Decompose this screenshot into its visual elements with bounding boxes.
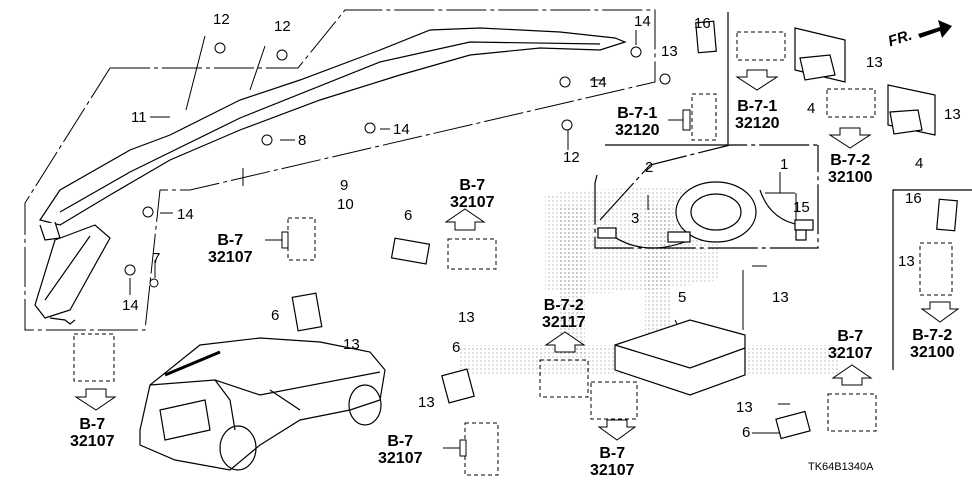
callout-13: 13 (866, 54, 883, 71)
callout-13: 13 (343, 336, 360, 353)
reference-part: 32107 (378, 450, 423, 467)
reference-group: B-7-2 (830, 152, 871, 169)
reference-part: 32107 (590, 462, 635, 479)
connector-boxes (73, 31, 953, 476)
callout-13: 13 (772, 289, 789, 306)
reference-group: B-7 (79, 416, 106, 433)
callout-2: 2 (645, 159, 654, 176)
reference-label[interactable]: B-7 32107 (828, 328, 873, 362)
callout-11: 11 (131, 109, 147, 126)
reference-part: 32100 (910, 344, 955, 361)
reference-part: 32120 (615, 122, 660, 139)
callout-13: 13 (661, 43, 678, 60)
reference-arrows (74, 69, 960, 457)
reference-label[interactable]: B-7 32107 (590, 445, 635, 479)
callout-10: 10 (337, 196, 354, 213)
reference-label[interactable]: B-7 32107 (378, 433, 423, 467)
reference-group: B-7-2 (543, 297, 584, 314)
reference-label[interactable]: B-7-2 32100 (910, 327, 955, 361)
callout-9: 9 (340, 177, 349, 194)
callout-3: 3 (631, 210, 640, 227)
callout-1: 1 (780, 156, 789, 173)
front-direction-arrow (918, 20, 952, 38)
reference-part: 32107 (828, 345, 873, 362)
reference-part: 32117 (542, 314, 586, 331)
callout-6: 6 (452, 339, 461, 356)
reference-group: B-7-1 (737, 98, 778, 115)
callout-13: 13 (458, 309, 475, 326)
reference-group: B-7 (837, 328, 864, 345)
callout-13: 13 (736, 399, 753, 416)
callout-4: 4 (807, 100, 816, 117)
callout-6: 6 (742, 424, 751, 441)
reference-part: 32120 (735, 115, 780, 132)
callout-16: 16 (905, 190, 922, 207)
reference-group: B-7 (459, 177, 486, 194)
callout-14: 14 (177, 206, 194, 223)
callout-4: 4 (915, 155, 924, 172)
callout-14: 14 (634, 13, 651, 30)
reference-label[interactable]: B-7-2 32100 (828, 152, 873, 186)
vehicle-illustration (139, 337, 386, 471)
reference-label[interactable]: B-7-2 32117 (542, 297, 586, 331)
reference-label[interactable]: B-7-1 32120 (615, 105, 660, 139)
callout-8: 8 (298, 132, 307, 149)
reference-group: B-7-2 (912, 327, 953, 344)
callout-13: 13 (944, 106, 961, 123)
parts (291, 20, 958, 440)
callout-16: 16 (694, 15, 711, 32)
callout-12: 12 (274, 18, 291, 35)
reference-label[interactable]: B-7-1 32120 (735, 98, 780, 132)
callout-5: 5 (678, 289, 687, 306)
reference-part: 32107 (208, 249, 253, 266)
reference-part: 32107 (450, 194, 495, 211)
reference-label[interactable]: B-7 32107 (70, 416, 115, 450)
diagram-code: TK64B1340A (808, 461, 874, 473)
reference-group: B-7 (599, 445, 626, 462)
curtain-airbag-frame (24, 9, 656, 331)
curtain-airbag (34, 27, 627, 325)
callout-14: 14 (393, 121, 410, 138)
bolts (124, 42, 671, 288)
callout-14: 14 (122, 297, 139, 314)
callout-13: 13 (898, 253, 915, 270)
callout-14: 14 (590, 74, 607, 91)
callout-6: 6 (271, 307, 280, 324)
reference-part: 32107 (70, 433, 115, 450)
callout-13: 13 (418, 394, 435, 411)
callout-6: 6 (404, 207, 413, 224)
callout-12: 12 (563, 149, 580, 166)
divider-lines (594, 12, 972, 370)
reference-group: B-7-1 (617, 105, 658, 122)
callout-7: 7 (152, 250, 161, 267)
reference-label[interactable]: B-7 32107 (208, 232, 253, 266)
reference-group: B-7 (387, 433, 414, 450)
reference-group: B-7 (217, 232, 244, 249)
callout-15: 15 (793, 199, 810, 216)
callout-12: 12 (213, 11, 230, 28)
reference-label[interactable]: B-7 32107 (450, 177, 495, 211)
reference-part: 32100 (828, 169, 873, 186)
